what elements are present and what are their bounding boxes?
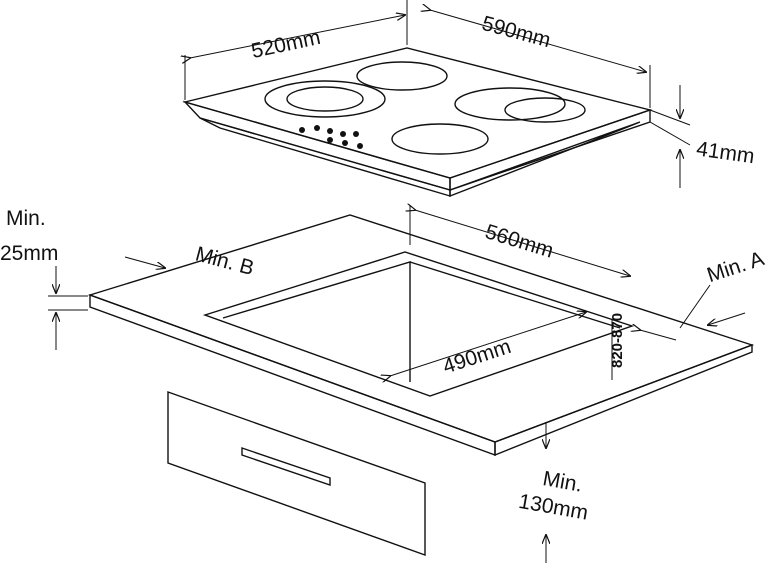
depth-label: 590mm [479,12,553,52]
hob-burners [264,61,586,155]
min-b-label: Min. B [193,242,256,280]
min-25-label-line2: 25mm [0,242,58,265]
min-25-label-line1: Min. [6,207,46,230]
cutout-depth-label: 560mm [482,220,556,262]
width-label: 520mm [249,26,322,63]
min-130-label-line1: Min. [541,467,584,497]
range-label: 820-870 [609,313,626,368]
min-a-label: Min. A [704,247,767,287]
height-label: 41mm [695,137,756,168]
cutout-width-label: 490mm [440,335,514,379]
hob-controls [299,125,363,149]
countertop [87,214,755,457]
hob [182,47,653,198]
drawer [167,391,426,556]
